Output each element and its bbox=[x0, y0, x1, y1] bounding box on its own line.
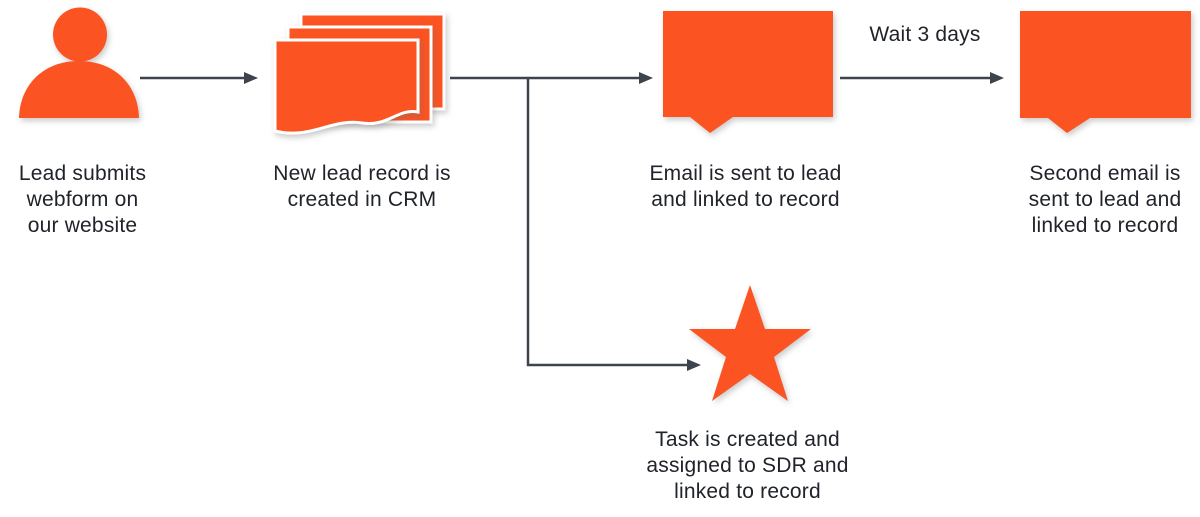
task-star-icon bbox=[689, 285, 811, 401]
node-label-lead: Lead submits webform on our website bbox=[18, 162, 147, 237]
edge-label-wait: Wait 3 days bbox=[869, 23, 981, 46]
documents-stack-icon bbox=[273, 12, 446, 135]
document-front bbox=[273, 38, 420, 135]
person-head bbox=[53, 7, 107, 62]
connectors bbox=[140, 72, 1004, 371]
node-label-crm: New lead record is created in CRM bbox=[273, 162, 451, 211]
node-label-second-email: Second email is sent to lead and linked … bbox=[1028, 162, 1182, 237]
email-speech-bubble-icon bbox=[663, 11, 833, 133]
person-icon bbox=[19, 7, 139, 118]
arrow-crm-to-task bbox=[526, 78, 701, 371]
person-body bbox=[19, 61, 139, 118]
flowchart-icons bbox=[19, 7, 1191, 401]
node-label-task: Task is created and assigned to SDR and … bbox=[646, 428, 849, 503]
second-email-speech-bubble-icon bbox=[1020, 11, 1191, 133]
node-label-email: Email is sent to lead and linked to reco… bbox=[649, 162, 842, 211]
